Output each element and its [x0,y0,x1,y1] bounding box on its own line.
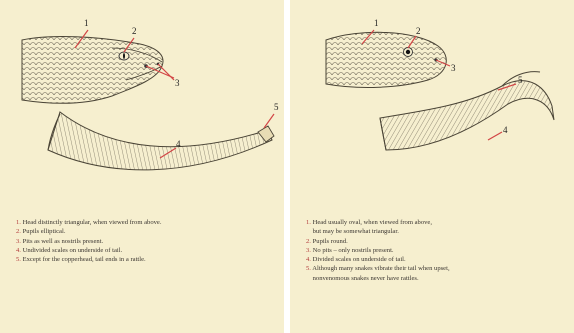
list-item: 5. Except for the copperhead, tail ends … [16,255,278,264]
callout-1: 1 [84,19,89,28]
callout-1: 1 [374,19,379,28]
list-item: 1. Head distinctly triangular, when view… [16,218,278,227]
list-item: 4. Divided scales on underside of tail. [306,255,568,264]
venomous-snake-illustration [0,0,284,333]
callout-2: 2 [416,27,421,36]
list-item: 2. Pupils round. [306,237,568,246]
oval-head-drawing [326,32,446,87]
list-item: 3. Pits as well as nostrils present. [16,237,278,246]
rattle-tail-drawing [48,112,274,170]
callout-3: 3 [451,64,456,73]
triangular-head-drawing [22,37,163,104]
list-item: 1. Head usually oval, when viewed from a… [306,218,568,237]
callout-3: 3 [175,79,180,88]
list-item: 5. Although many snakes vibrate their ta… [306,264,568,283]
venomous-features-list: 1. Head distinctly triangular, when view… [16,218,278,264]
list-item: 3. No pits – only nostrils present. [306,246,568,255]
callout-2: 2 [132,27,137,36]
list-item: 4. Undivided scales on underside of tail… [16,246,278,255]
callout-4: 4 [503,126,508,135]
callout-4: 4 [176,140,181,149]
callout-5: 5 [274,103,279,112]
list-item: 2. Pupils elliptical. [16,227,278,236]
nonvenomous-snake-panel: 1 2 3 4 5 1. Head usually oval, when vie… [290,0,574,333]
nonvenomous-features-list: 1. Head usually oval, when viewed from a… [306,218,568,283]
callout-5: 5 [518,76,523,85]
venomous-snake-panel: 1 2 3 4 5 1. Head distinctly triangular,… [0,0,284,333]
